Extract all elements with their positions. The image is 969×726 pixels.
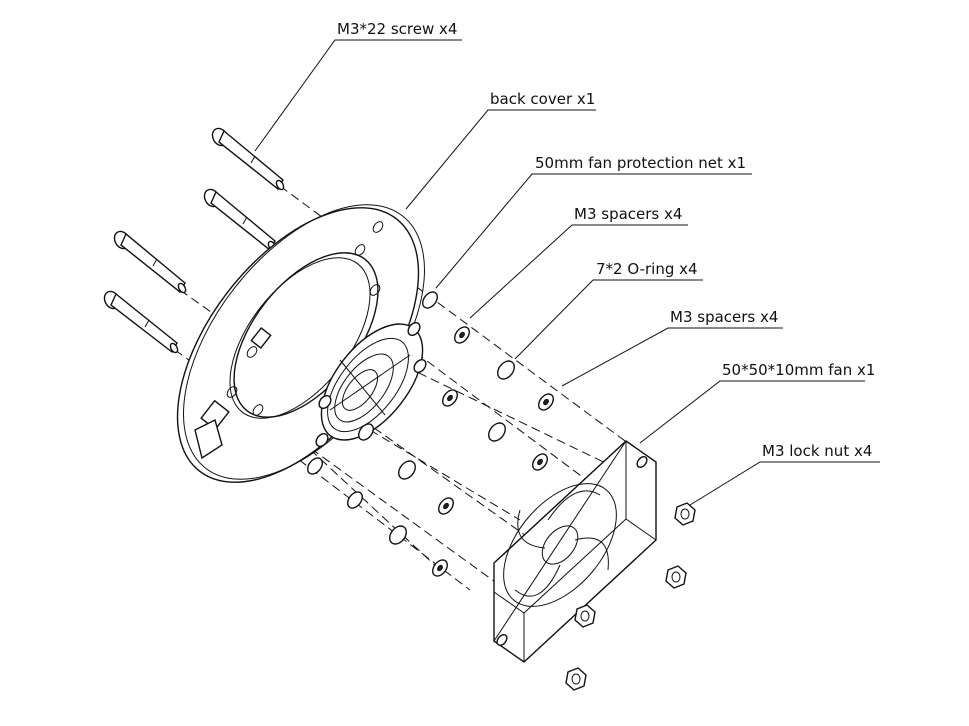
label-back-cover: back cover x1	[490, 90, 595, 108]
spacers-set-2	[432, 326, 470, 577]
spacers-set-3	[532, 393, 554, 471]
fan-protection-net	[315, 321, 427, 448]
label-fan-protection-net: 50mm fan protection net x1	[535, 154, 746, 172]
label-lock-nut: M3 lock nut x4	[762, 442, 872, 460]
callout-leaders	[254, 39, 880, 506]
screw-1	[211, 127, 285, 191]
spacers-set-1	[307, 291, 438, 509]
fan-50x50x10	[493, 440, 657, 663]
callout-labels: M3*22 screw x4 back cover x1 50mm fan pr…	[337, 20, 875, 460]
label-screw: M3*22 screw x4	[337, 20, 457, 38]
label-m3-spacers-1: M3 spacers x4	[574, 205, 682, 223]
label-fan: 50*50*10mm fan x1	[722, 361, 875, 379]
label-m3-spacers-2: M3 spacers x4	[670, 308, 778, 326]
lock-nut-3	[574, 604, 596, 628]
screw-4	[103, 290, 179, 354]
back-cover	[176, 204, 425, 483]
lock-nut-2	[665, 565, 687, 589]
o-rings	[389, 360, 515, 545]
lock-nuts	[565, 502, 696, 691]
label-o-ring: 7*2 O-ring x4	[596, 260, 698, 278]
screw-group	[103, 127, 285, 354]
lock-nut-4	[565, 667, 587, 691]
screw-2	[203, 188, 277, 252]
screw-3	[113, 230, 187, 294]
lock-nut-1	[674, 502, 696, 526]
